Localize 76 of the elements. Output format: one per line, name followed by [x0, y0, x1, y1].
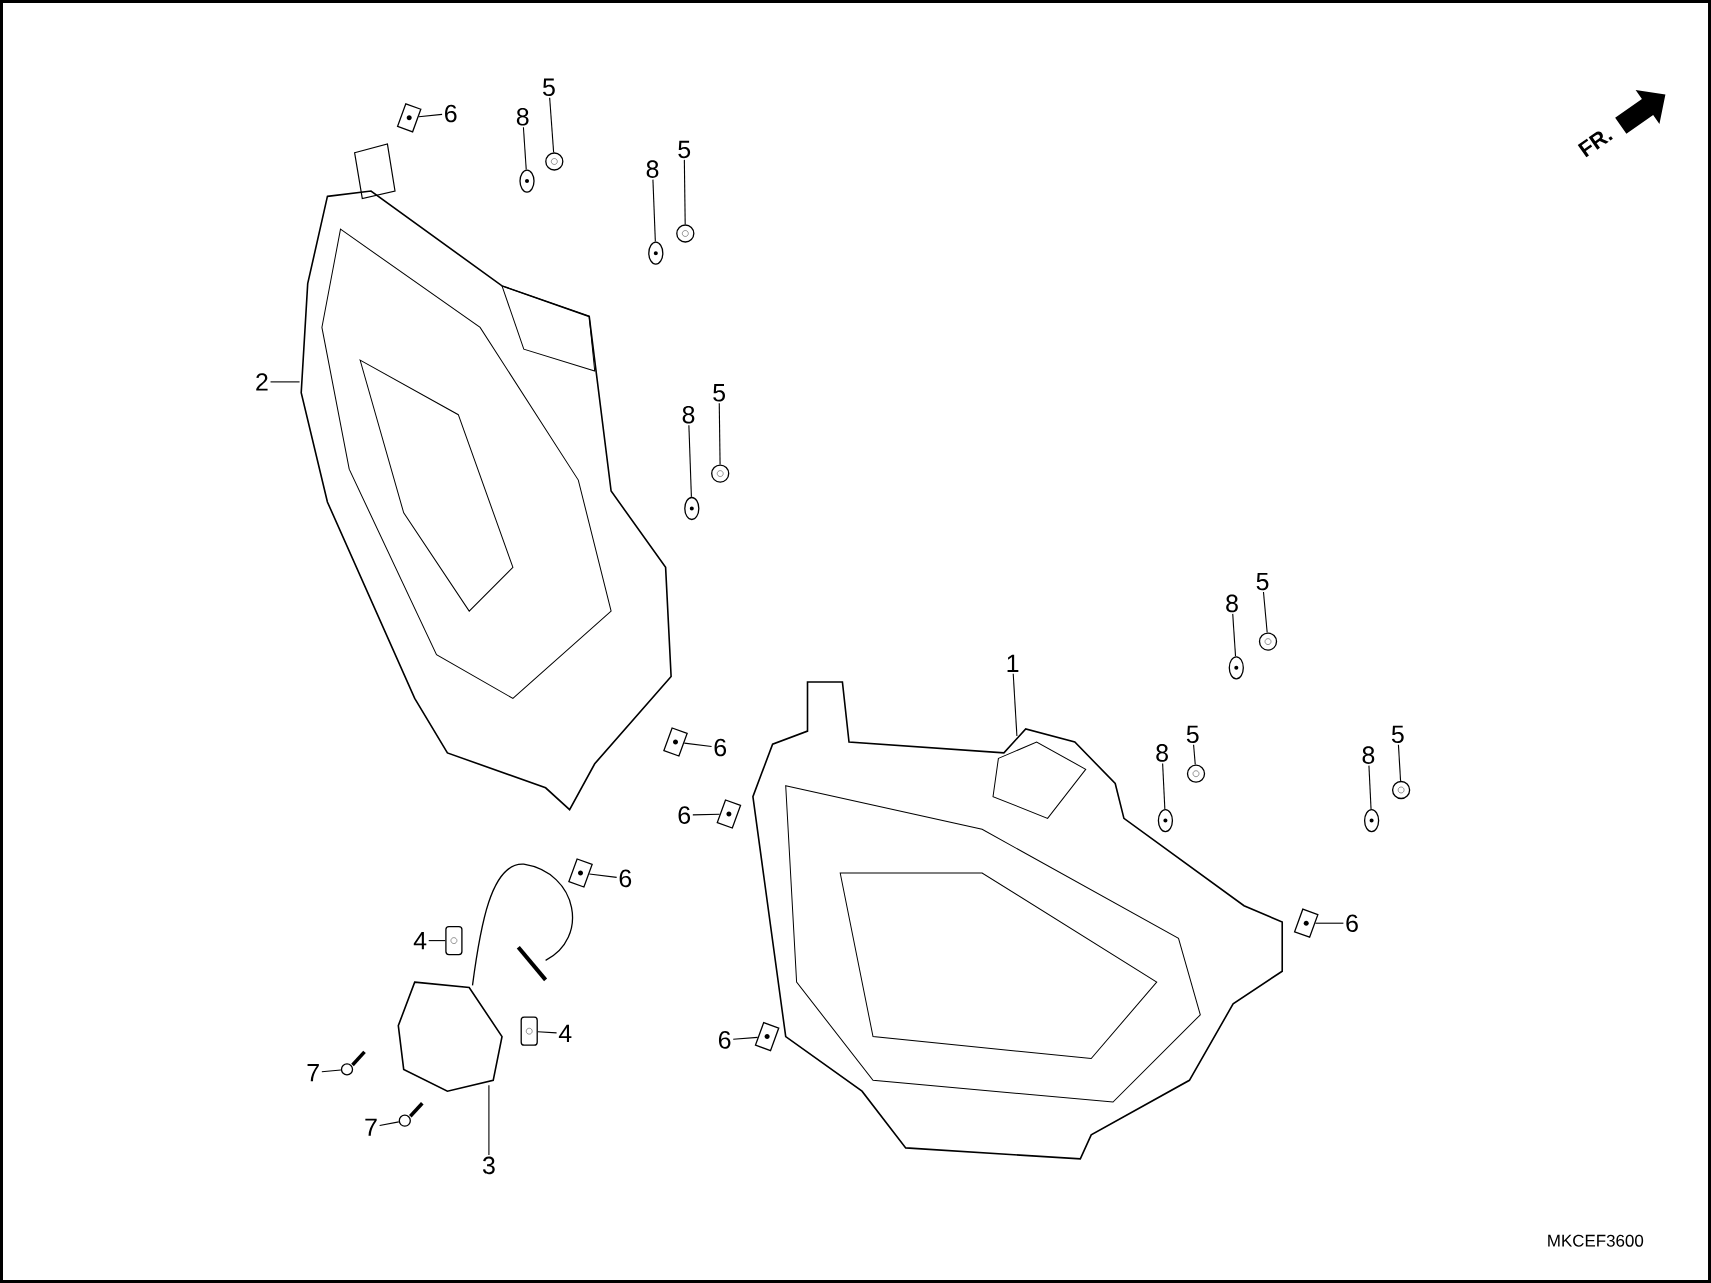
clip-nut-drawing	[754, 1021, 780, 1052]
washer-drawing	[648, 241, 664, 265]
leader-line	[321, 1069, 342, 1073]
callout-number: 5	[678, 140, 691, 159]
clip-nut-drawing	[568, 858, 593, 888]
callout-number: 8	[516, 107, 529, 126]
leader-line	[718, 402, 721, 465]
callout-number: 6	[678, 806, 691, 824]
washer-drawing	[684, 496, 700, 521]
leader-line	[269, 381, 301, 383]
callout-number: 5	[1391, 725, 1404, 744]
nut-drawing	[676, 224, 695, 243]
grommet-drawing	[445, 925, 463, 956]
screw-drawing	[340, 1050, 366, 1076]
callout-number: 8	[1226, 594, 1238, 613]
callout-number: 6	[1346, 914, 1358, 932]
leader-line	[537, 1031, 558, 1034]
leader-line	[1397, 744, 1402, 782]
callout-number: 5	[1256, 572, 1269, 591]
callout-number: 7	[307, 1064, 319, 1082]
callout-number: 6	[714, 738, 727, 757]
nut-drawing	[1258, 632, 1278, 651]
washer-drawing	[1157, 808, 1174, 833]
leader-line	[1162, 762, 1166, 810]
leader-line	[1314, 922, 1344, 924]
leader-line	[688, 424, 692, 498]
direction-label: FR.	[1577, 131, 1613, 158]
callout-number: 6	[718, 1031, 731, 1049]
leader-line	[379, 1121, 400, 1127]
leader-line	[683, 742, 713, 747]
callout-number: 6	[619, 869, 632, 888]
leader-line	[652, 179, 656, 243]
nut-drawing	[711, 464, 730, 483]
leader-line	[1012, 673, 1018, 737]
washer-drawing	[1228, 656, 1244, 680]
callout-number: 3	[482, 1156, 495, 1175]
leader-line	[588, 873, 618, 878]
callout-number: 4	[413, 932, 427, 950]
callout-number: 7	[365, 1118, 377, 1136]
drawing-code: MKCEF3600	[1548, 1234, 1644, 1247]
leader-line	[1262, 591, 1268, 634]
leader-line	[522, 126, 527, 171]
leader-line	[418, 113, 443, 118]
leader-line	[1193, 744, 1196, 766]
callout-number: 5	[543, 78, 555, 96]
callout-number: 5	[1186, 725, 1199, 744]
headlight-drawing	[752, 681, 1283, 1160]
washer-drawing	[519, 169, 535, 193]
clip-nut-drawing	[396, 102, 422, 133]
callout-number: 2	[256, 373, 268, 391]
bracket-drawing	[397, 981, 503, 1093]
grommet-drawing	[520, 1016, 538, 1046]
callout-number: 4	[558, 1024, 572, 1042]
clip-nut-drawing	[663, 727, 688, 757]
headlight-drawing	[300, 143, 672, 811]
callout-number: 8	[1362, 746, 1375, 764]
leader-line	[1368, 765, 1372, 810]
leader-line	[732, 1036, 759, 1040]
leader-line	[549, 97, 555, 153]
callout-number: 8	[682, 405, 695, 424]
callout-number: 8	[1156, 744, 1168, 762]
leader-line	[692, 813, 721, 816]
screw-drawing	[398, 1102, 424, 1127]
leader-line	[1232, 613, 1237, 657]
nut-drawing	[545, 152, 564, 171]
clip-nut-drawing	[716, 799, 742, 829]
washer-drawing	[1363, 808, 1380, 833]
nut-drawing	[1391, 780, 1411, 800]
callout-number: 5	[713, 384, 725, 402]
leader-line	[488, 1084, 490, 1156]
callout-number: 8	[646, 160, 659, 178]
leader-line	[683, 159, 686, 225]
callout-number: 1	[1007, 654, 1019, 672]
leader-line	[428, 940, 446, 942]
callout-number: 6	[445, 104, 457, 123]
nut-drawing	[1186, 764, 1206, 783]
